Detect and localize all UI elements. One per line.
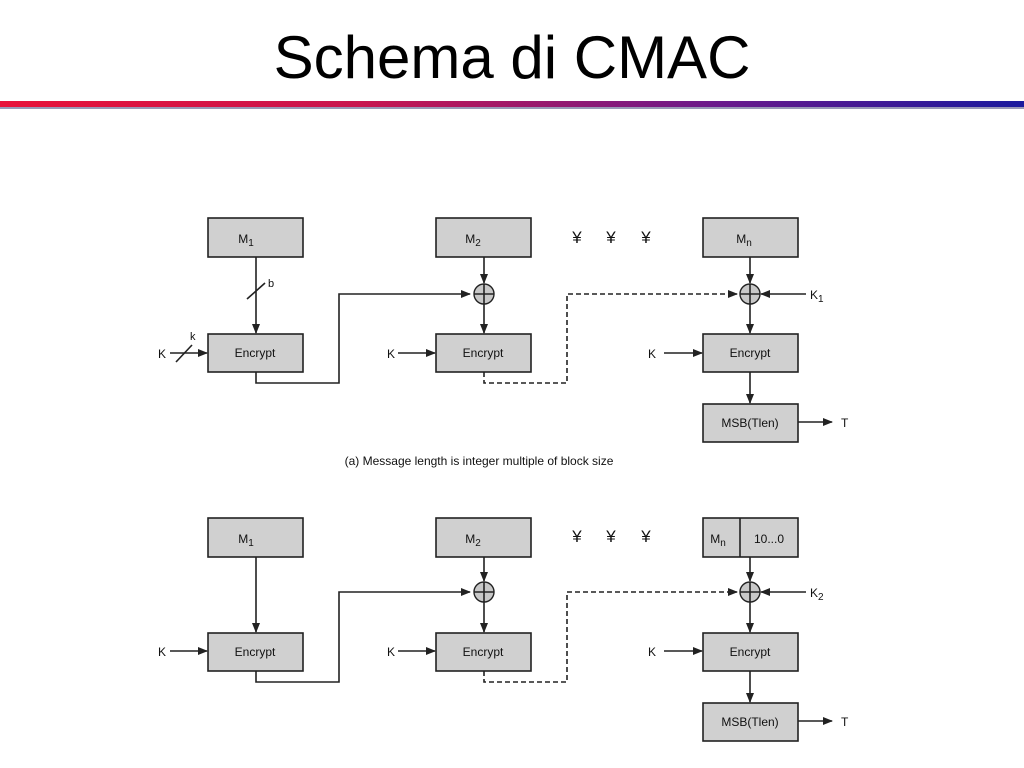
title-divider (0, 101, 1024, 107)
key-label: K (387, 645, 395, 659)
ellipsis-symbol: ¥ (571, 228, 582, 247)
message-block-m2: M2 (435, 517, 532, 558)
xor-icon (739, 283, 761, 305)
diagram-b: M1 M2 ¥ ¥ ¥ Mn 10...0 Encrypt Encrypt En… (158, 517, 849, 742)
svg-text:Encrypt: Encrypt (463, 645, 504, 659)
encrypt-block-2: Encrypt (435, 333, 532, 373)
cmac-diagram-panel: M1 M2 ¥ ¥ ¥ Mn b Encrypt Encrypt (123, 183, 879, 753)
subkey-k1-label: K1 (810, 288, 824, 305)
key-bus-label-k: k (190, 331, 196, 343)
bus-width-label-b: b (268, 278, 274, 290)
svg-text:Mn: Mn (736, 232, 752, 249)
bus-width-slash (246, 282, 266, 300)
svg-text:Encrypt: Encrypt (463, 346, 504, 360)
encrypt-block-2: Encrypt (435, 632, 532, 672)
svg-text:Mn: Mn (710, 532, 726, 549)
message-block-m2: M2 (435, 217, 532, 258)
ellipsis-symbol: ¥ (605, 228, 616, 247)
title-divider-shadow (0, 107, 1024, 109)
encrypt-block-n: Encrypt (702, 632, 799, 672)
xor-icon (739, 581, 761, 603)
svg-text:M2: M2 (465, 232, 481, 249)
svg-text:MSB(Tlen): MSB(Tlen) (721, 416, 778, 430)
subkey-k2-label: K2 (810, 586, 824, 603)
key-label: K (158, 645, 166, 659)
svg-text:M2: M2 (465, 532, 481, 549)
message-block-m1: M1 (207, 217, 304, 258)
diagram-a-caption: (a) Message length is integer multiple o… (345, 454, 614, 468)
message-block-m1: M1 (207, 517, 304, 558)
svg-text:Encrypt: Encrypt (235, 346, 276, 360)
ellipsis-symbol: ¥ (605, 527, 616, 546)
key-label: K (648, 645, 656, 659)
svg-text:Encrypt: Encrypt (730, 346, 771, 360)
slide-title: Schema di CMAC (273, 24, 751, 91)
msb-truncate-block: MSB(Tlen) (702, 403, 799, 443)
message-block-mn-padded: Mn 10...0 (702, 517, 799, 558)
ellipsis-symbol: ¥ (640, 228, 651, 247)
xor-icon (473, 581, 495, 603)
encrypt-block-n: Encrypt (702, 333, 799, 373)
arrow-encrypt1-xor2 (255, 588, 471, 683)
padding-label: 10...0 (754, 532, 784, 546)
key-label: K (648, 347, 656, 361)
arrow-encrypt2-xorn-dashed (483, 588, 738, 683)
svg-text:M1: M1 (238, 532, 254, 549)
key-bus-slash (175, 344, 193, 363)
cmac-diagram: M1 M2 ¥ ¥ ¥ Mn b Encrypt Encrypt (158, 217, 849, 742)
diagram-a: M1 M2 ¥ ¥ ¥ Mn b Encrypt Encrypt (158, 217, 849, 468)
encrypt-block-1: Encrypt (207, 632, 304, 672)
svg-text:MSB(Tlen): MSB(Tlen) (721, 715, 778, 729)
ellipsis-symbol: ¥ (640, 527, 651, 546)
arrow-encrypt1-xor2 (255, 290, 471, 384)
tag-output-label: T (841, 715, 849, 729)
svg-text:M1: M1 (238, 232, 254, 249)
xor-icon (473, 283, 495, 305)
encrypt-block-1: Encrypt (207, 333, 304, 373)
ellipsis-symbol: ¥ (571, 527, 582, 546)
tag-output-label: T (841, 416, 849, 430)
key-label: K (387, 347, 395, 361)
msb-truncate-block: MSB(Tlen) (702, 702, 799, 742)
message-block-mn: Mn (702, 217, 799, 258)
svg-text:Encrypt: Encrypt (730, 645, 771, 659)
svg-text:Encrypt: Encrypt (235, 645, 276, 659)
key-label: K (158, 347, 166, 361)
